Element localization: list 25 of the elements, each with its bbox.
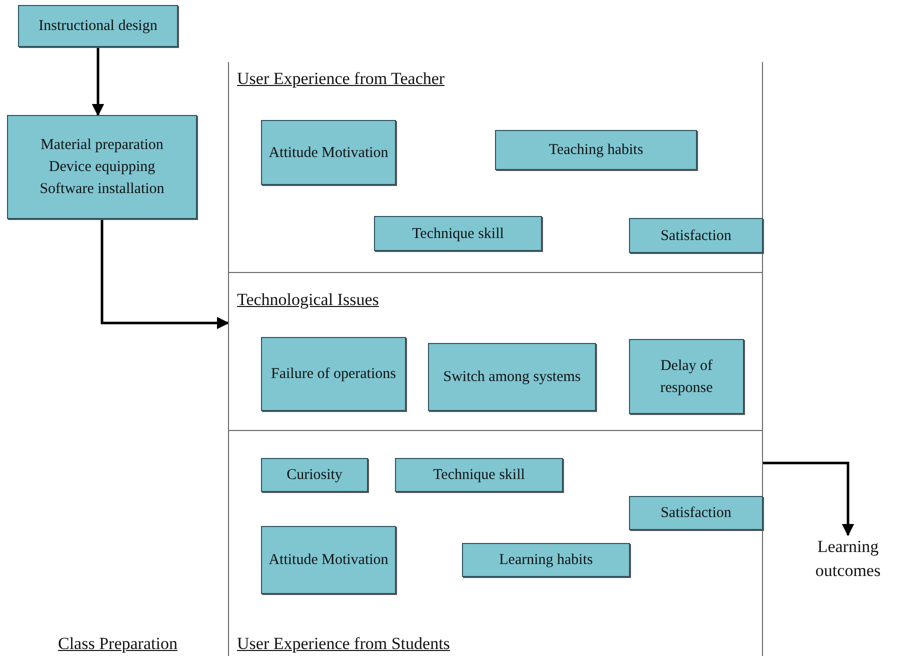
section-heading: User Experience from Students [237,633,450,655]
arrow [763,462,854,536]
process-box: Failure of operations [261,337,406,411]
process-box: Teaching habits [495,130,697,170]
process-box: Material preparation Device equipping Software installation [7,115,197,219]
process-box: Curiosity [261,458,368,492]
process-box: Learning habits [462,543,630,577]
section-heading: Technological Issues [237,289,379,311]
process-box: Technique skill [374,216,542,251]
process-box: Attitude Motivation [261,526,396,594]
section-band [228,273,763,431]
section-heading: User Experience from Teacher [237,68,445,90]
process-box: Satisfaction [629,218,763,253]
outcome-text: Learning outcomes [798,535,898,587]
section-heading: Class Preparation [58,633,178,655]
process-box: Switch among systems [428,343,596,411]
arrow [100,219,230,330]
process-box: Attitude Motivation [261,120,396,185]
process-box: Technique skill [395,458,563,492]
process-box: Satisfaction [629,496,763,530]
process-box: Instructional design [18,5,178,47]
section-band [228,62,763,273]
section-band [228,431,763,656]
arrow [92,47,104,116]
process-box: Delay of response [629,339,744,414]
